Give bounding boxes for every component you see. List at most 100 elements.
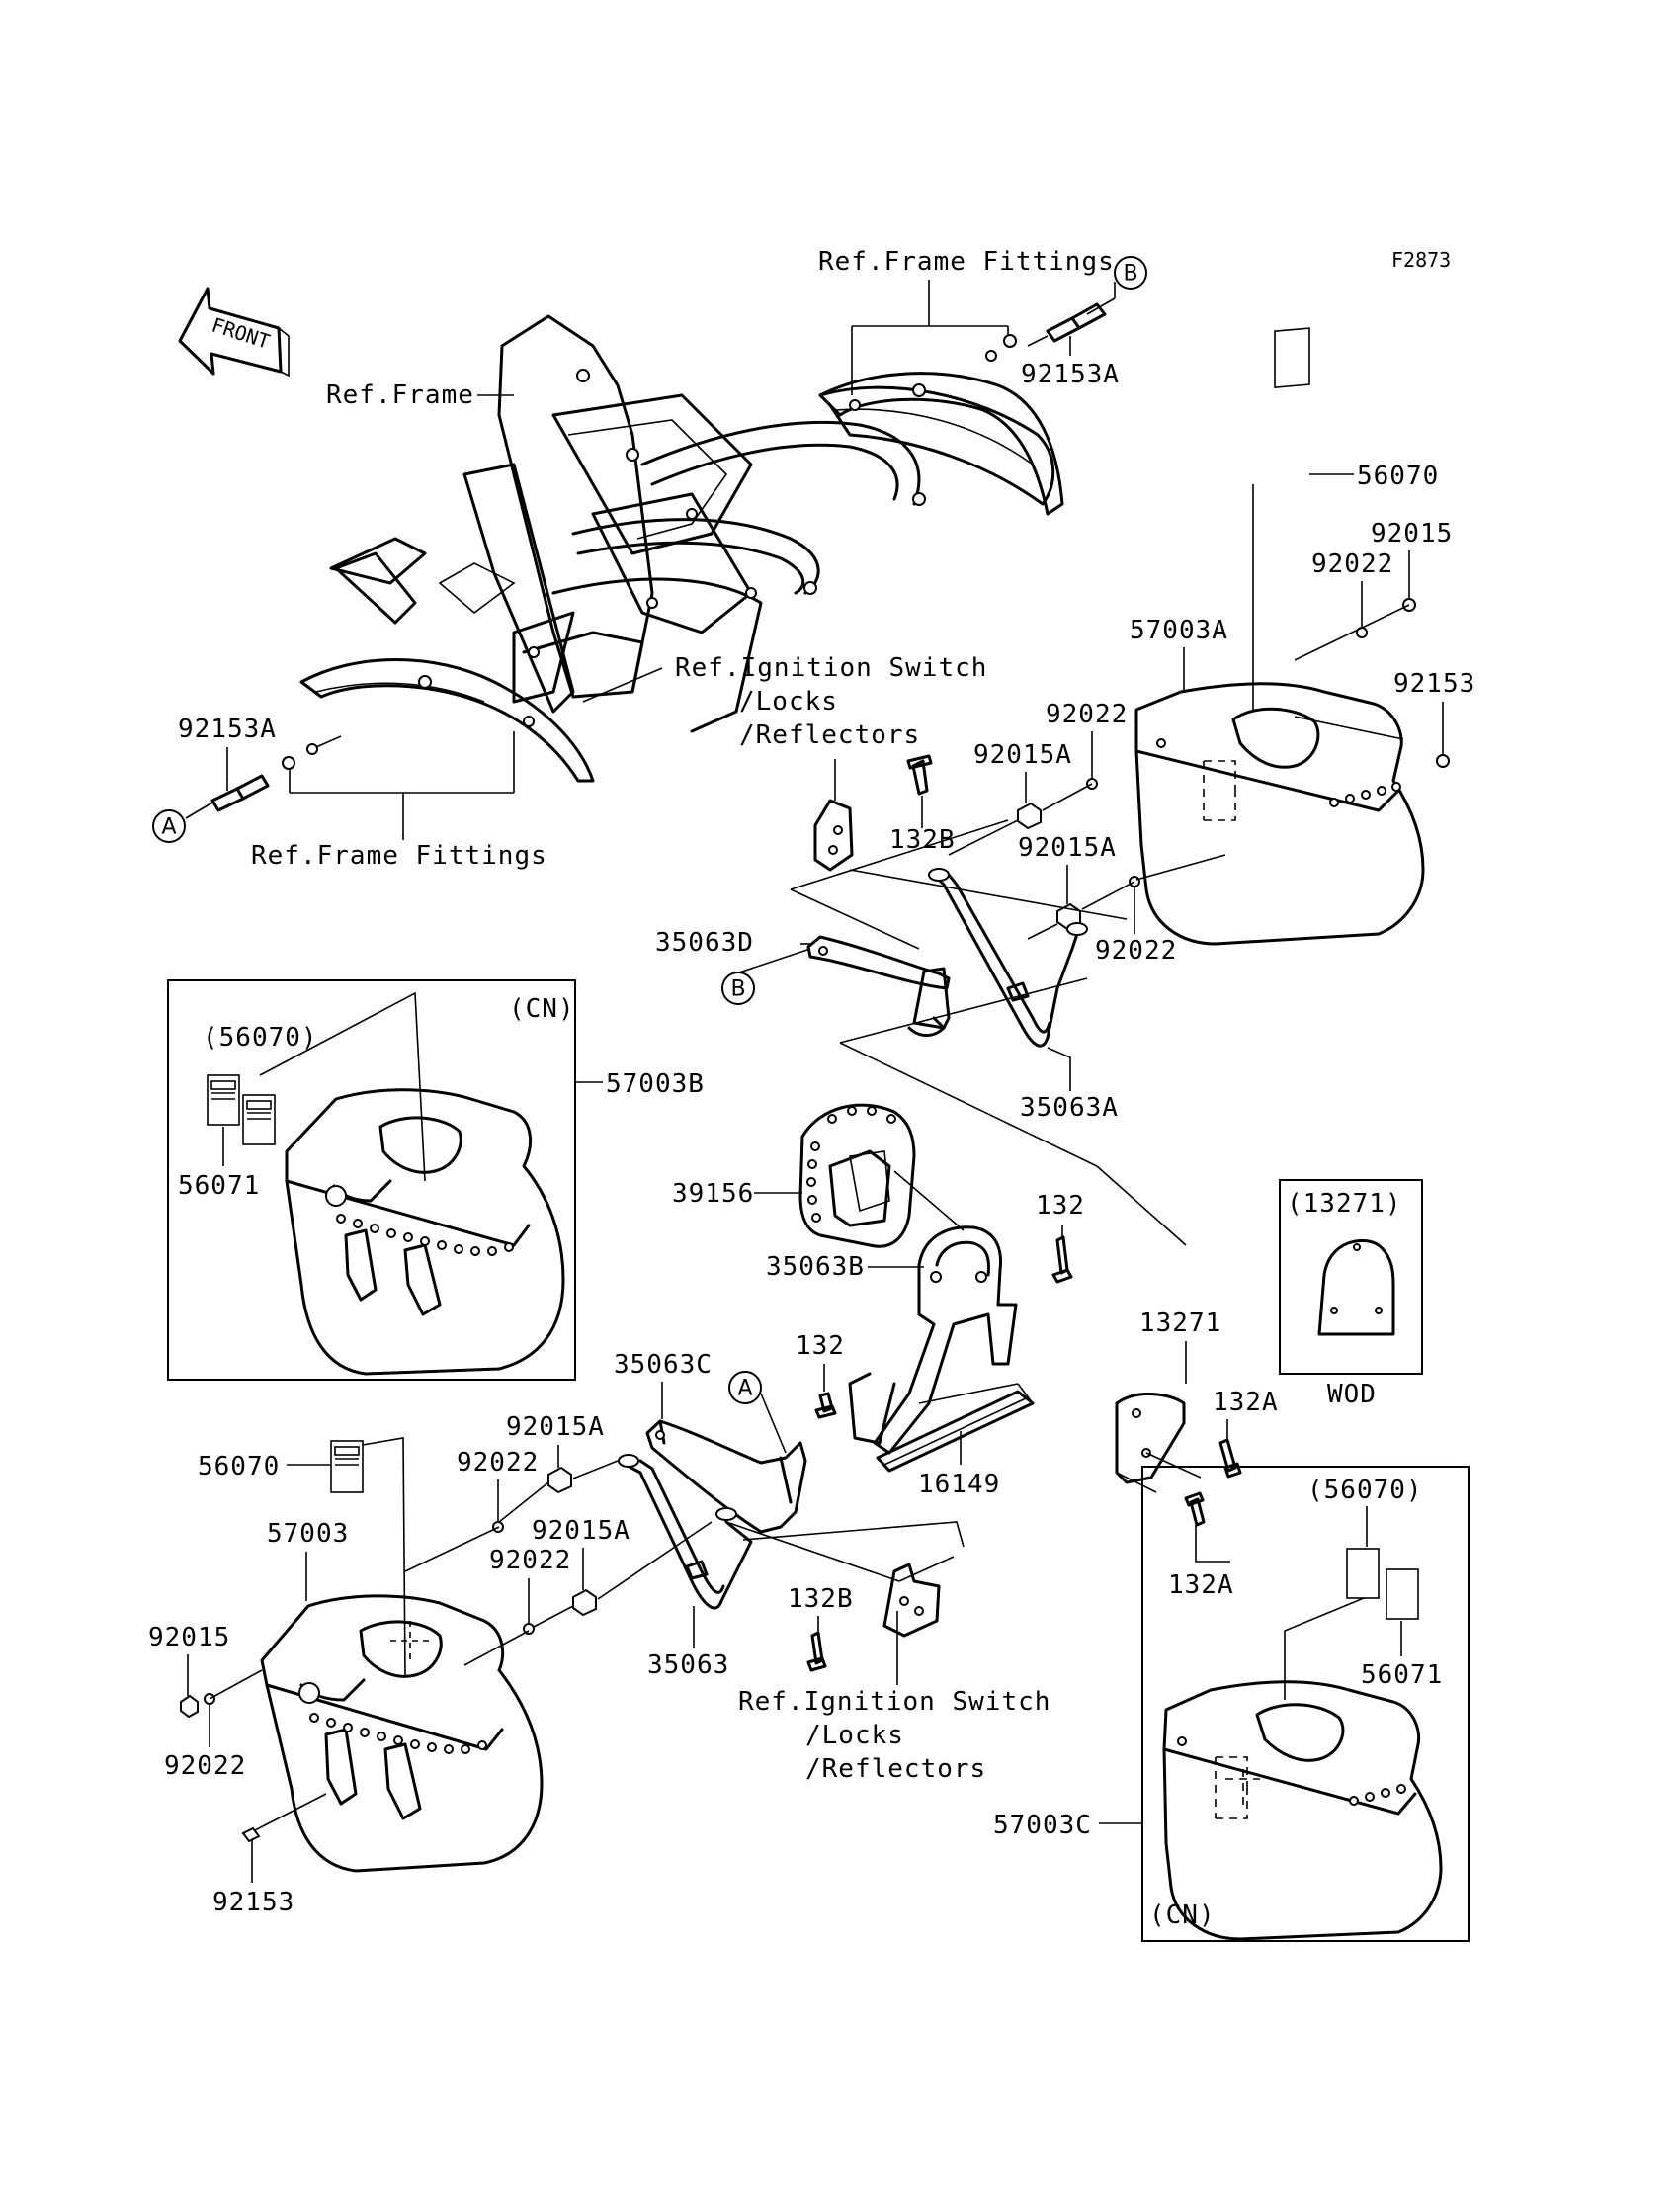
- label-92015-top: 92015: [1371, 519, 1453, 549]
- variant-box-cn-right: [1141, 1466, 1470, 1942]
- ignition-bracket-upper: [813, 799, 854, 872]
- label-56071-right: 56071: [1361, 1660, 1443, 1690]
- label-92153A-top: 92153A: [1021, 360, 1120, 389]
- label-56070-bottom: 56070: [198, 1452, 280, 1481]
- bracket-35063C: [645, 1419, 807, 1534]
- label-35063B: 35063B: [766, 1252, 865, 1282]
- saddlebag-57003B: [285, 1088, 565, 1376]
- plate-13271: [1115, 1393, 1186, 1484]
- label-92015A-top2: 92015A: [1018, 833, 1117, 863]
- wod-box-caption: WOD: [1327, 1380, 1377, 1409]
- label-92153-bottom: 92153: [212, 1888, 294, 1917]
- backrest-pad-39156: [798, 1103, 916, 1248]
- variant-box-cn-left: [167, 979, 576, 1381]
- rear-fender-strut-illustration: [818, 372, 1064, 516]
- stud-row-57003B: [336, 1214, 514, 1256]
- label-57003C: 57003C: [993, 1811, 1092, 1840]
- label-92022-bot3: 92022: [164, 1751, 246, 1781]
- label-92022-bot1: 92022: [457, 1448, 539, 1478]
- decal-56071-right: [1386, 1568, 1419, 1620]
- label-132B-bottom: 132B: [788, 1584, 854, 1614]
- label-56070-right: (56070): [1307, 1476, 1423, 1505]
- ref-frame-label: Ref.Frame: [326, 380, 474, 410]
- bolt-92153A-top: [985, 302, 1107, 362]
- label-57003: 57003: [267, 1519, 349, 1549]
- label-35063C: 35063C: [614, 1350, 713, 1380]
- label-56070-top: 56070: [1357, 462, 1439, 491]
- decal-56070-top: [1274, 327, 1310, 389]
- callout-a-left: A: [152, 809, 186, 843]
- decal-56070-left: [242, 1094, 276, 1145]
- label-92153A-left: 92153A: [178, 715, 277, 744]
- nut-92015A-bot2: [572, 1588, 597, 1617]
- ref-frame-fittings-top-label: Ref.Frame Fittings: [818, 247, 1115, 277]
- ref-ignition-upper-line2: /Locks: [739, 687, 838, 717]
- label-35063D: 35063D: [655, 928, 754, 958]
- ref-ignition-upper-line3: /Reflectors: [739, 720, 920, 750]
- bolt-132-b: [814, 1392, 837, 1419]
- label-92015A-top1: 92015A: [973, 740, 1072, 770]
- cn-left-decal-ref: (56070): [203, 1023, 318, 1053]
- label-92022-top1: 92022: [1311, 549, 1393, 579]
- label-92153-top: 92153: [1393, 669, 1475, 699]
- front-fender-bracket-illustration: [299, 658, 595, 783]
- label-56071-left: 56071: [178, 1171, 260, 1201]
- front-direction-arrow-icon: FRONT: [178, 287, 290, 378]
- label-35063: 35063: [647, 1650, 729, 1680]
- bolt-132B-bottom: [806, 1631, 827, 1672]
- ref-ignition-lower-line1: Ref.Ignition Switch: [738, 1687, 1050, 1717]
- ref-ignition-upper-line1: Ref.Ignition Switch: [675, 653, 987, 683]
- svg-text:A: A: [737, 1377, 752, 1401]
- decal-56071-left: [207, 1074, 240, 1126]
- svg-text:A: A: [161, 815, 176, 840]
- bolt-92153-bottom: [241, 1826, 261, 1843]
- bracket-35063A: [928, 868, 1088, 1048]
- nut-92015A-bot1: [547, 1466, 572, 1494]
- label-13271: 13271: [1139, 1309, 1221, 1338]
- label-39156: 39156: [672, 1179, 754, 1209]
- saddlebag-57003C: [1162, 1680, 1443, 1941]
- label-92015-bottom: 92015: [148, 1623, 230, 1652]
- nut-92015A-top1: [1017, 802, 1042, 830]
- bolt-92153-top: [1436, 754, 1450, 768]
- label-92022-top2: 92022: [1046, 700, 1128, 729]
- label-16149: 16149: [918, 1470, 1000, 1499]
- label-92015A-bot2: 92015A: [532, 1516, 630, 1546]
- decal-56070-right: [1346, 1548, 1380, 1599]
- plate-13271-wod: [1317, 1238, 1395, 1336]
- bracket-35063D: [806, 935, 951, 1037]
- sissy-bar-35063B: [848, 1225, 1018, 1455]
- svg-text:B: B: [1123, 262, 1137, 287]
- bolt-132A-2: [1184, 1491, 1206, 1527]
- label-57003B: 57003B: [606, 1069, 705, 1099]
- label-92022-top3: 92022: [1095, 936, 1177, 966]
- label-92015A-bot1: 92015A: [506, 1412, 605, 1442]
- ref-ignition-lower-line3: /Reflectors: [805, 1754, 986, 1784]
- callout-a-middle: A: [728, 1371, 762, 1404]
- callout-b-middle: B: [721, 972, 755, 1005]
- svg-text:B: B: [730, 977, 745, 1002]
- bolt-132B-top: [906, 754, 933, 796]
- label-35063A: 35063A: [1020, 1093, 1119, 1123]
- cn-left-title: (CN): [509, 994, 575, 1024]
- stud-row-39156: [806, 1106, 896, 1223]
- label-132A-1: 132A: [1213, 1388, 1279, 1417]
- bolt-132-a: [1051, 1235, 1073, 1284]
- label-132A-2: 132A: [1168, 1570, 1234, 1600]
- bracket-35063: [618, 1454, 753, 1610]
- bolt-132A-1: [1218, 1438, 1242, 1479]
- variant-box-wod: [1279, 1179, 1423, 1375]
- ref-frame-fittings-left-label: Ref.Frame Fittings: [251, 841, 547, 871]
- saddlebag-57003: [260, 1594, 544, 1873]
- label-132-b: 132: [796, 1331, 845, 1361]
- stud-row-57003: [309, 1713, 487, 1754]
- label-92022-bot2: 92022: [489, 1546, 571, 1575]
- nut-92015-bottom: [180, 1694, 199, 1719]
- figure-code: F2873: [1391, 248, 1451, 272]
- label-57003A: 57003A: [1130, 616, 1228, 645]
- decal-56070-bottom: [330, 1440, 364, 1493]
- wod-box-title: (13271): [1287, 1189, 1402, 1219]
- label-132-a: 132: [1036, 1191, 1085, 1221]
- bolt-92153A-left: [185, 743, 318, 819]
